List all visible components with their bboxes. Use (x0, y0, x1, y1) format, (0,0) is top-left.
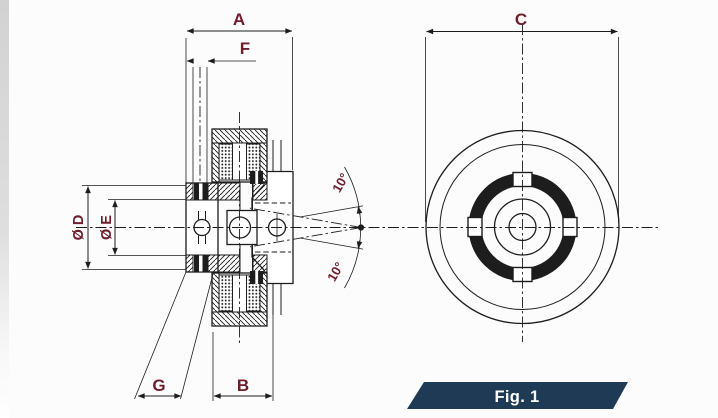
dim-f: F (186, 39, 256, 183)
dim-label-g: G (152, 376, 165, 395)
axle-hole (228, 216, 252, 239)
dim-a: A (185, 10, 293, 183)
ring-slot-right (562, 216, 578, 238)
swing-ray-lower (249, 227, 362, 248)
dim-b: B (212, 288, 274, 401)
dim-label-c: C (515, 10, 527, 29)
ring-slot-left (467, 216, 483, 238)
fig-caption: Fig. 1 (495, 388, 540, 406)
hub-flange (192, 140, 282, 315)
dim-label-d: Ø D (71, 215, 87, 241)
dim-label-e: Ø E (99, 215, 115, 240)
dim-label-f: F (240, 39, 250, 58)
hub-circle (493, 198, 552, 256)
page-edge-shadow (0, 0, 9, 418)
dim-c: C (425, 10, 619, 222)
rubber-insert (218, 274, 233, 312)
dim-label-a: A (233, 10, 245, 29)
dim-label-b: B (237, 376, 249, 395)
fig-banner-shape (407, 382, 628, 409)
rubber-insert (218, 143, 233, 181)
pivot-point (357, 224, 365, 231)
centerlines (76, 24, 658, 344)
fig-banner: Fig. 1 (407, 382, 628, 409)
dim-e: Ø E (99, 199, 186, 256)
dim-g: G (134, 271, 214, 400)
dim-d: Ø D (71, 185, 186, 270)
angle-label-lower: 10° (324, 259, 347, 284)
dim-angle-lower: 10° (324, 259, 347, 284)
dimensions: A F Ø D Ø E (71, 10, 619, 401)
swing-ray-upper (249, 207, 362, 228)
